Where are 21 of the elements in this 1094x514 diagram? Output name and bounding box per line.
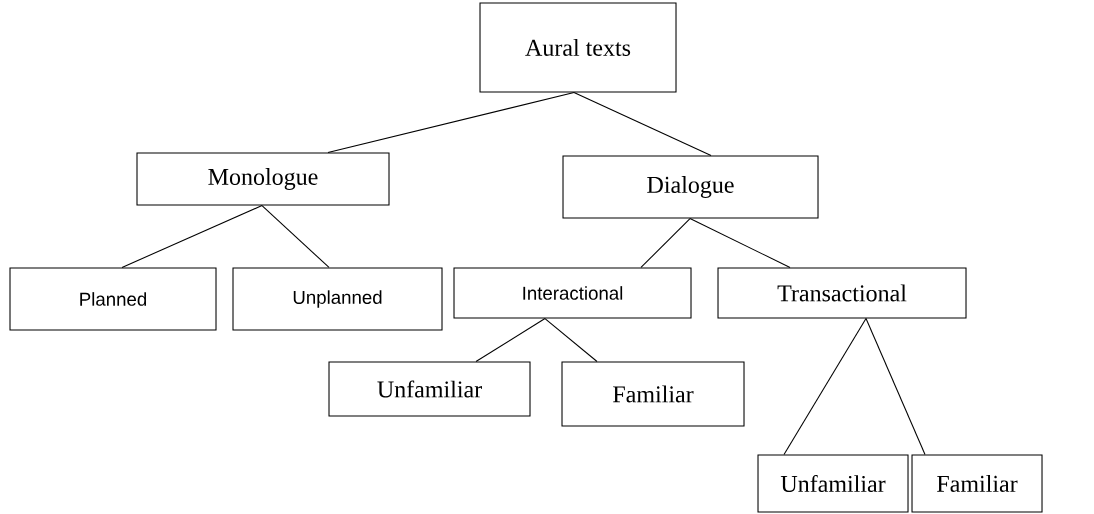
connector-line [783, 318, 867, 455]
text-box: Unfamiliar [328, 361, 531, 417]
connector-line [261, 205, 330, 268]
text-box: Interactional [453, 267, 692, 319]
connector-line [640, 218, 691, 268]
connector-line [475, 318, 546, 362]
connector-line [121, 205, 263, 268]
text-box: Familiar [911, 454, 1043, 513]
text-box: Aural texts [479, 2, 677, 93]
connector-line [573, 92, 712, 156]
connector-line [689, 218, 791, 268]
text-box: Unplanned [232, 267, 443, 331]
connector-line [865, 318, 926, 455]
text-box: Planned [9, 267, 217, 331]
connector-line [327, 92, 575, 153]
text-box: Dialogue [562, 155, 819, 219]
text-box: Transactional [717, 267, 967, 319]
text-box: Familiar [561, 361, 745, 427]
text-box: Monologue [136, 152, 390, 206]
connector-line [544, 318, 598, 362]
text-box: Unfamiliar [757, 454, 909, 513]
